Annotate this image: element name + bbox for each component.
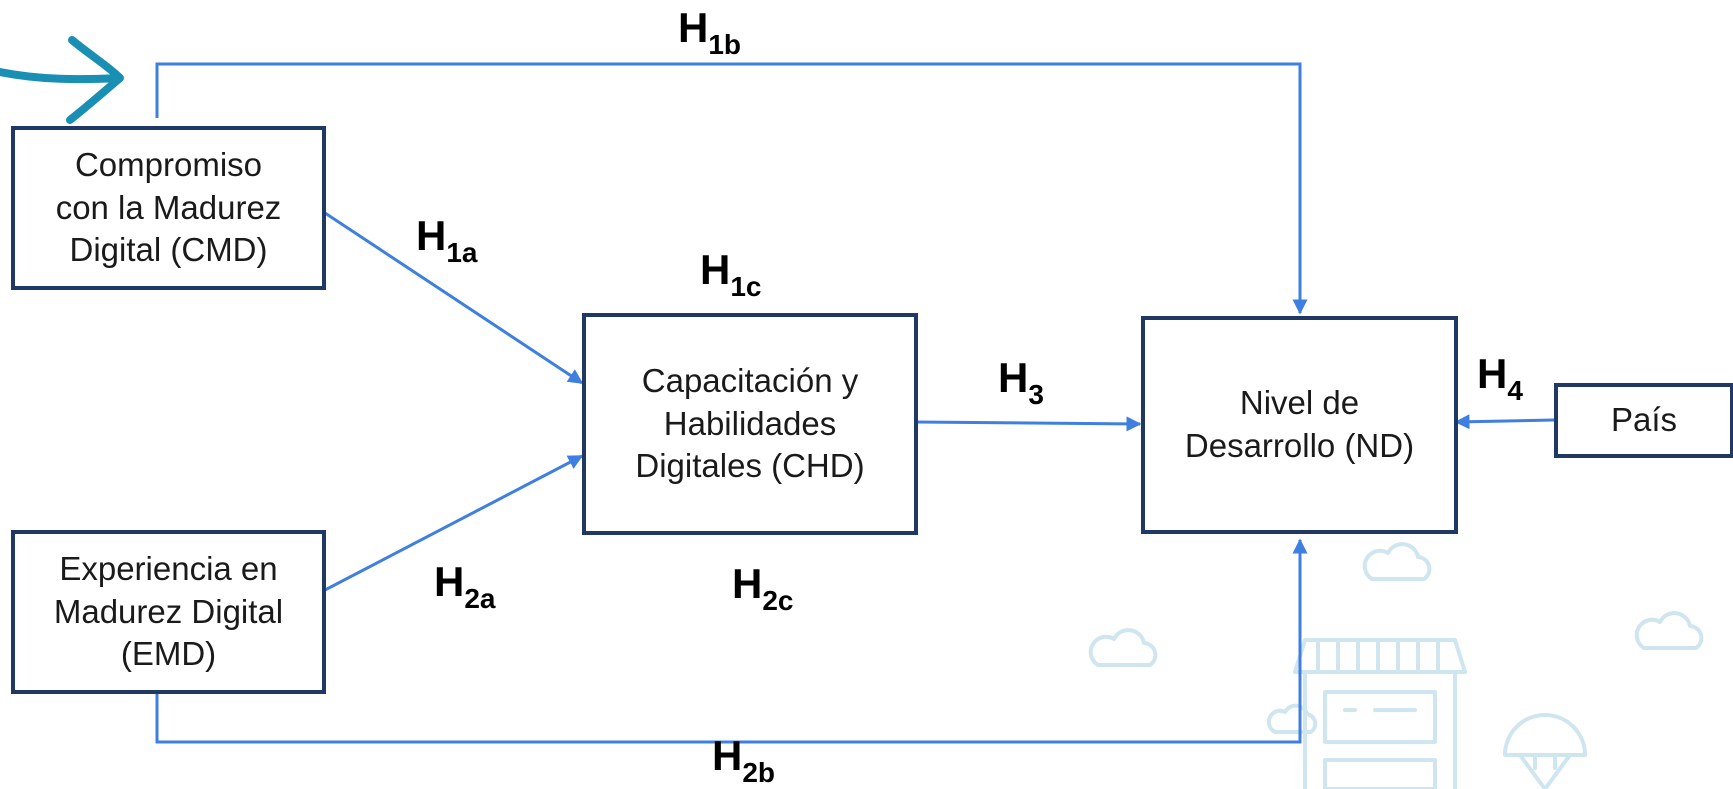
box-chd-label: Capacitación y Habilidades Digitales (CH… xyxy=(635,361,865,485)
ice-cream-icon xyxy=(1503,713,1587,789)
arrow-h1a xyxy=(324,211,584,385)
arrow-h4 xyxy=(1454,414,1555,430)
box-emd: Experiencia en Madurez Digital (EMD) xyxy=(11,530,326,694)
box-emd-label: Experiencia en Madurez Digital (EMD) xyxy=(53,549,284,673)
hand-drawn-arrow-icon xyxy=(0,36,124,124)
label-h3: H3 xyxy=(998,354,1044,410)
cloud-icon xyxy=(1362,542,1432,581)
box-cmd-label: Compromiso con la Madurez Digital (CMD) xyxy=(55,145,282,269)
box-nd-label: Nivel de Desarrollo (ND) xyxy=(1184,384,1415,464)
box-nd: Nivel de Desarrollo (ND) xyxy=(1141,316,1458,534)
arrow-h3 xyxy=(914,416,1142,432)
label-h4: H4 xyxy=(1477,350,1523,406)
label-h2c: H2c xyxy=(732,560,794,616)
arrow-h1b xyxy=(155,62,1308,315)
label-h1c: H1c xyxy=(700,246,762,302)
cloud-icon xyxy=(1266,703,1318,734)
box-cmd: Compromiso con la Madurez Digital (CMD) xyxy=(11,126,326,290)
label-h1b: H1b xyxy=(678,4,742,60)
arrow-h2a xyxy=(324,454,584,592)
label-h2b: H2b xyxy=(712,732,776,788)
store-icon xyxy=(1293,638,1467,789)
box-pais-label: País xyxy=(1610,401,1678,439)
cloud-icon xyxy=(1088,628,1158,667)
label-h2a: H2a xyxy=(434,558,496,614)
box-pais: País xyxy=(1554,383,1733,458)
arrow-h2b xyxy=(155,538,1308,744)
label-h1a: H1a xyxy=(416,212,478,268)
cloud-icon xyxy=(1634,611,1704,650)
box-chd: Capacitación y Habilidades Digitales (CH… xyxy=(582,313,918,535)
